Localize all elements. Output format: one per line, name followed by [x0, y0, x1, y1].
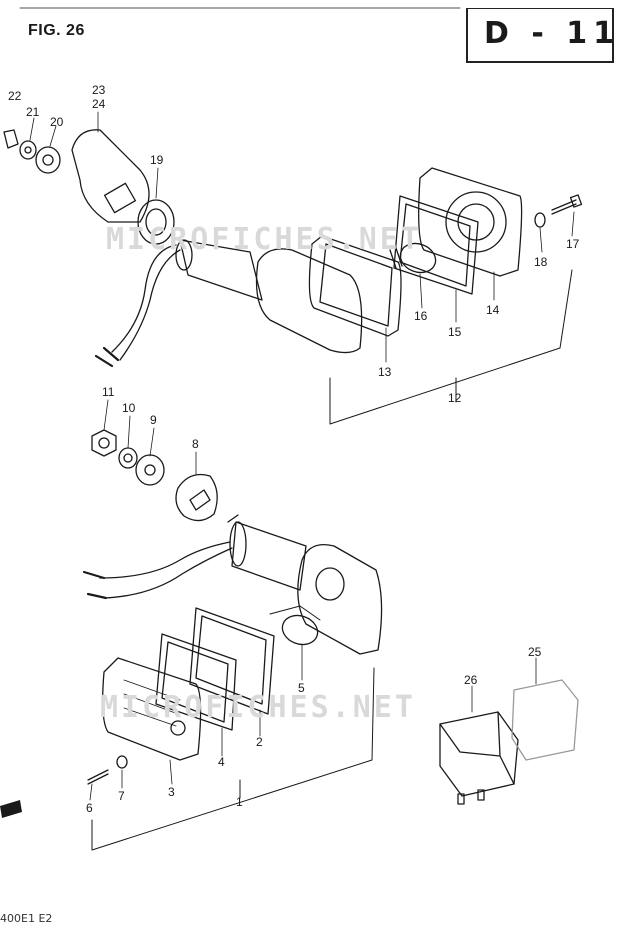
callout-12: 12 — [448, 391, 462, 405]
callout-16: 16 — [414, 309, 428, 323]
gasket-2-part — [189, 607, 275, 715]
lower-arm — [231, 521, 307, 591]
edge-fragment-icon — [0, 800, 22, 818]
washer-20-part — [35, 146, 61, 174]
callout-18: 18 — [534, 255, 548, 269]
callout-24: 24 — [92, 97, 106, 111]
washer-7-part — [116, 755, 128, 769]
figure-label: FIG. 26 — [28, 22, 85, 39]
grommet-8-part — [175, 473, 218, 522]
callout-21: 21 — [26, 105, 40, 119]
callout-13: 13 — [378, 365, 392, 379]
upper-housing — [255, 248, 363, 354]
callout-9: 9 — [150, 413, 157, 427]
callout-5: 5 — [298, 681, 305, 695]
callout-2: 2 — [256, 735, 263, 749]
relay-25-part — [511, 679, 579, 761]
washer-10-part — [118, 447, 138, 469]
assembly-1-bracket — [91, 667, 375, 851]
callout-15: 15 — [448, 325, 462, 339]
bulb-5-part — [281, 614, 319, 646]
lens-3-part — [102, 657, 202, 761]
callout-23: 23 — [92, 83, 106, 97]
gasket-15-part — [393, 195, 479, 295]
washer-9-part — [135, 454, 165, 486]
callout-25: 25 — [528, 645, 542, 659]
callout-19: 19 — [150, 153, 164, 167]
callout-3: 3 — [168, 785, 175, 799]
callout-7: 7 — [118, 789, 125, 803]
callout-1: 1 — [236, 795, 243, 809]
lower-wire-terminals — [82, 570, 108, 600]
upper-wires — [111, 244, 181, 361]
gasket-4-part — [155, 633, 237, 731]
callout-10: 10 — [122, 401, 136, 415]
mount-bracket-upper — [71, 129, 150, 223]
nut-11-part — [91, 429, 117, 457]
watermark-upper: MICROFICHES.NET — [106, 222, 422, 257]
callout-22: 22 — [8, 89, 22, 103]
callout-14: 14 — [486, 303, 500, 317]
callout-6: 6 — [86, 801, 93, 815]
bracket-slot — [103, 182, 137, 214]
screw-6-part — [87, 769, 109, 785]
lower-housing — [297, 543, 383, 655]
callout-26: 26 — [464, 673, 478, 687]
lower-wires — [99, 541, 233, 599]
upper-arm — [179, 239, 263, 301]
grommet-19-part — [137, 199, 175, 245]
washer-18-part — [534, 212, 546, 228]
page-code: D - 11 — [484, 16, 620, 51]
assembly-12-bracket — [329, 269, 573, 425]
callout-20: 20 — [50, 115, 64, 129]
watermark-lower: MICROFICHES.NET — [100, 690, 416, 725]
page-code-frame — [466, 8, 614, 63]
leader-lines — [29, 111, 575, 801]
upper-wire-terminals — [94, 346, 120, 368]
lens-14-part — [418, 167, 523, 277]
callout-8: 8 — [192, 437, 199, 451]
callout-labels: 22 21 20 23 24 19 13 16 15 14 18 17 12 1… — [8, 83, 580, 815]
nut-22-part — [3, 129, 19, 149]
callout-4: 4 — [218, 755, 225, 769]
footer-model-code: 400E1 E2 — [0, 912, 53, 925]
callout-11: 11 — [102, 385, 115, 399]
washer-21-part — [19, 140, 37, 160]
callout-17: 17 — [566, 237, 580, 251]
